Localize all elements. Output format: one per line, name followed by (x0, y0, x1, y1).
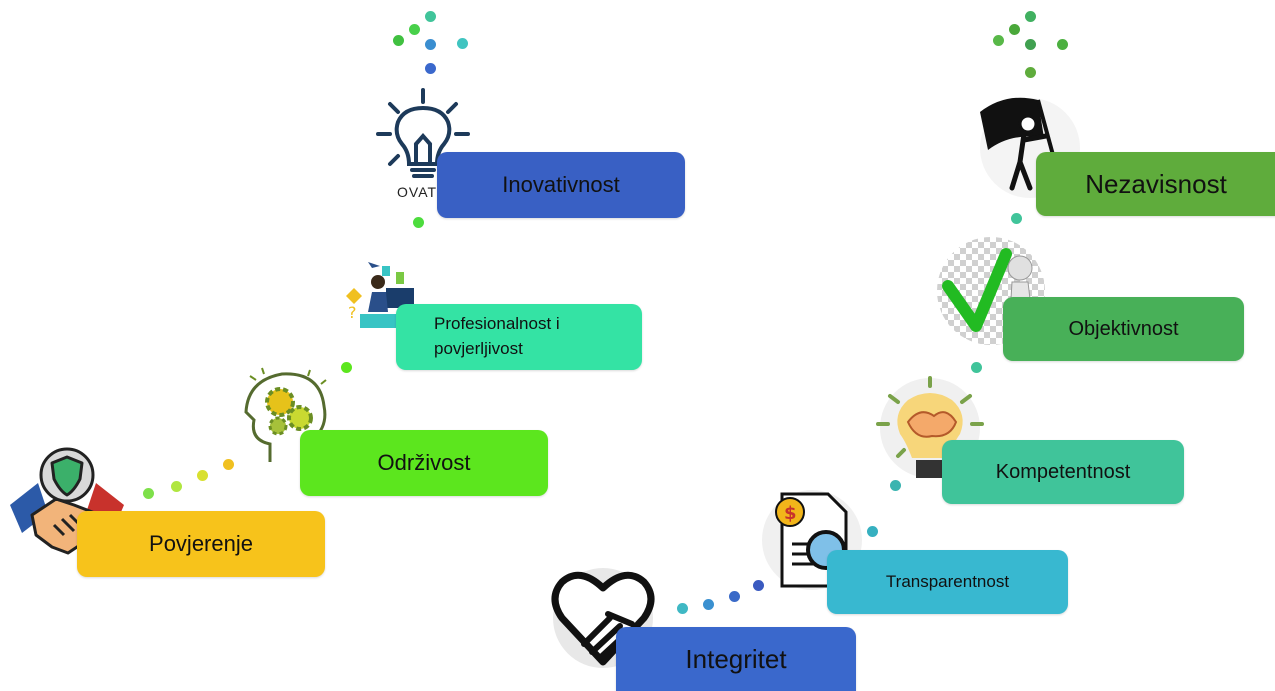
value-box-inovativnost: Inovativnost (437, 152, 685, 218)
value-box-povjerenje: Povjerenje (77, 511, 325, 577)
connector-dot (677, 603, 688, 614)
connector-dot (1009, 24, 1020, 35)
connector-dot (143, 488, 154, 499)
connector-dot (1057, 39, 1068, 50)
connector-dot (409, 24, 420, 35)
value-box-nezavisnost: Nezavisnost (1036, 152, 1275, 216)
lightbulb-icon (376, 88, 470, 192)
connector-dot (867, 526, 878, 537)
connector-dot (1025, 67, 1036, 78)
connector-dot (890, 480, 901, 491)
value-label: Inovativnost (502, 172, 620, 197)
connector-dot (753, 580, 764, 591)
value-label: Objektivnost (1068, 317, 1179, 340)
head-gears-icon (240, 366, 336, 472)
value-label: Povjerenje (149, 531, 253, 556)
connector-dot (993, 35, 1004, 46)
connector-dot (223, 459, 234, 470)
connector-dot (341, 362, 352, 373)
value-box-odrzivost: Održivost (300, 430, 548, 496)
svg-text:$: $ (784, 503, 797, 524)
value-label: Integritet (685, 643, 787, 674)
connector-dot (457, 38, 468, 49)
heart-hand-icon (548, 566, 658, 670)
connector-dot (393, 35, 404, 46)
connector-dot (971, 362, 982, 373)
value-label: Nezavisnost (1085, 168, 1227, 199)
value-box-transparentnost: Transparentnost (827, 550, 1068, 614)
connector-dot (1025, 11, 1036, 22)
value-label: Transparentnost (885, 572, 1010, 591)
handshake-shield-icon (8, 443, 126, 563)
value-label: Profesionalnost i povjerljivost (434, 314, 560, 358)
connector-dot (425, 39, 436, 50)
value-box-objektivnost: Objektivnost (1003, 297, 1244, 361)
connector-dot (413, 217, 424, 228)
value-box-profesionalnost: Profesionalnost i povjerljivost (396, 304, 642, 370)
value-box-kompetentnost: Kompetentnost (942, 440, 1184, 504)
connector-dot (425, 63, 436, 74)
connector-dot (1025, 39, 1036, 50)
value-label: Kompetentnost (995, 460, 1131, 483)
connector-dot (1011, 213, 1022, 224)
value-label: Održivost (377, 450, 471, 475)
connector-dot (425, 11, 436, 22)
connector-dot (197, 470, 208, 481)
connector-dot (171, 481, 182, 492)
connector-dot (703, 599, 714, 610)
value-box-integritet: Integritet (616, 627, 856, 691)
connector-dot (729, 591, 740, 602)
svg-text:?: ? (348, 303, 357, 322)
watermark-text: OVATI (397, 184, 442, 200)
